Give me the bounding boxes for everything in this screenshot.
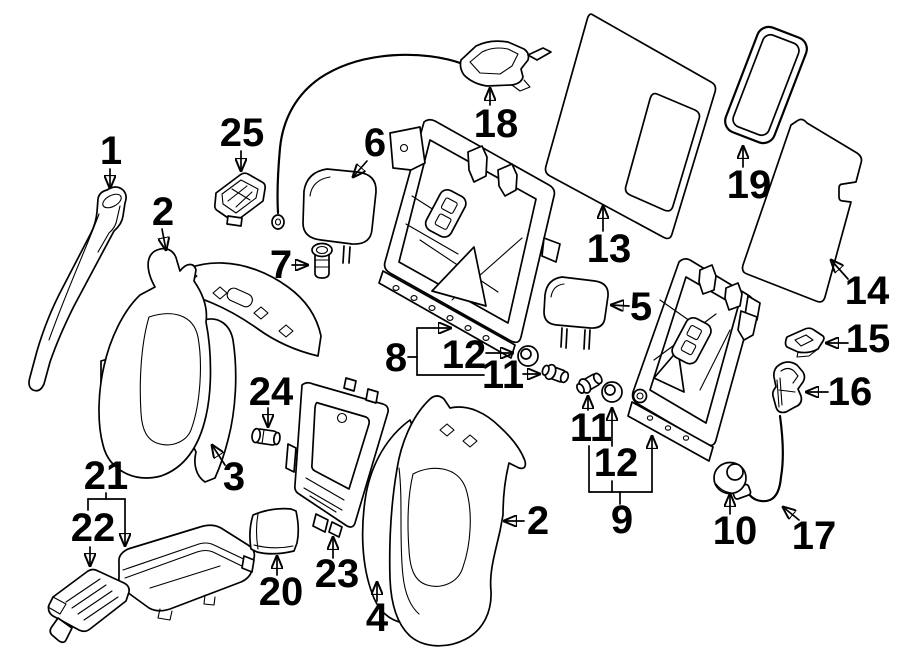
part-14-side-panel-drawing bbox=[741, 118, 863, 303]
callout-label-24: 24 bbox=[249, 370, 294, 414]
part-11-push-pin-drawing bbox=[576, 372, 603, 394]
callout-label-4: 4 bbox=[366, 596, 389, 640]
callout-label-23: 23 bbox=[315, 552, 360, 596]
part-18-release-cable-handle-drawing bbox=[271, 40, 552, 230]
part-22-tray-drawing bbox=[47, 568, 130, 644]
callout-label-16: 16 bbox=[828, 370, 873, 414]
callout-label-9: 9 bbox=[611, 498, 633, 542]
callout-label-20: 20 bbox=[259, 570, 304, 614]
callout-label-7: 7 bbox=[270, 243, 292, 287]
callout-label-12: 12 bbox=[442, 333, 487, 377]
callout-label-2: 2 bbox=[152, 190, 174, 234]
part-23-armrest-frame-drawing bbox=[285, 377, 389, 538]
part-24-clip-drawing bbox=[251, 427, 281, 446]
callout-arrow bbox=[212, 445, 226, 466]
callout-label-5: 5 bbox=[630, 285, 652, 329]
part-2-seat-cover-left-drawing bbox=[98, 247, 322, 483]
callout-label-12: 12 bbox=[594, 441, 639, 485]
part-19-bezel-ring-drawing bbox=[724, 25, 808, 145]
part-7-guide-sleeve-drawing bbox=[311, 242, 333, 279]
part-20-armrest-door-drawing bbox=[249, 507, 300, 555]
callout-label-25: 25 bbox=[220, 111, 265, 155]
callout-label-8: 8 bbox=[385, 336, 407, 380]
part-11-push-pin-drawing bbox=[541, 363, 570, 384]
callout-arrow bbox=[831, 260, 849, 280]
callout-label-3: 3 bbox=[223, 455, 245, 499]
callout-label-18: 18 bbox=[474, 102, 519, 146]
part-21-armrest-drawing bbox=[118, 524, 256, 621]
callout-label-17: 17 bbox=[792, 514, 837, 558]
callout-label-11: 11 bbox=[482, 353, 524, 397]
callout-arrow bbox=[611, 305, 630, 306]
part-12-grommet-drawing bbox=[601, 381, 623, 403]
callout-label-22: 22 bbox=[71, 506, 116, 550]
callout-label-6: 6 bbox=[364, 121, 386, 165]
callout-label-1: 1 bbox=[100, 129, 122, 173]
callout-label-11: 11 bbox=[570, 406, 612, 450]
part-25-retainer-drawing bbox=[213, 172, 267, 227]
part-15-guide-clip-drawing bbox=[784, 327, 825, 358]
part-12-grommet-drawing bbox=[517, 345, 539, 367]
callout-label-15: 15 bbox=[846, 317, 891, 361]
callout-arrow bbox=[162, 228, 166, 250]
part-16-latch-drawing bbox=[771, 361, 806, 414]
callout-arrow bbox=[783, 507, 800, 521]
callout-label-14: 14 bbox=[845, 269, 890, 313]
callout-label-21: 21 bbox=[84, 454, 129, 498]
part-8-seat-frame-left-drawing bbox=[378, 118, 561, 359]
part-9-seat-frame-right-drawing bbox=[627, 258, 761, 462]
part-13-back-panel-drawing bbox=[544, 13, 717, 240]
part-10-knob-drawing bbox=[713, 461, 747, 495]
callout-label-10: 10 bbox=[713, 509, 758, 553]
callout-arrow bbox=[353, 160, 368, 177]
callout-label-2: 2 bbox=[527, 499, 549, 543]
callout-label-19: 19 bbox=[727, 163, 772, 207]
part-2-seat-cover-right-drawing bbox=[388, 395, 527, 647]
callout-label-13: 13 bbox=[587, 227, 632, 271]
part-5-headrest-drawing bbox=[543, 276, 609, 350]
